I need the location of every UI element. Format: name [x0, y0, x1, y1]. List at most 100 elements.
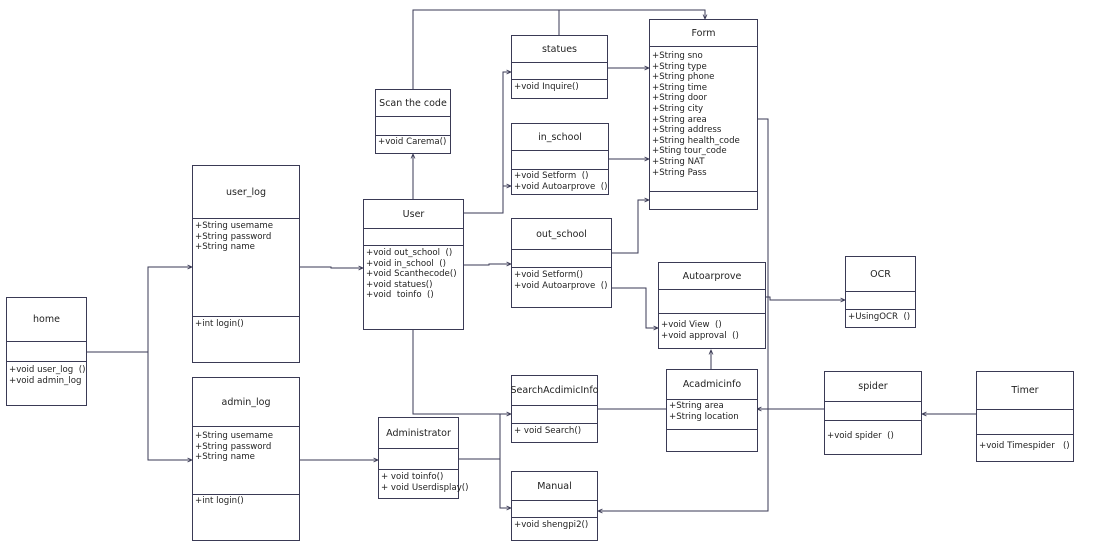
class-administrator: Administrator + void toinfo() + void Use…	[378, 417, 469, 499]
method-section: +UsingOCR ()	[846, 312, 915, 323]
method: +void Timespider ()	[979, 441, 1070, 451]
method-section: +int login()	[193, 496, 299, 507]
edge-out-school-form	[612, 200, 649, 254]
method: + void Userdisplay()	[381, 482, 469, 493]
method-section: +void Setform() +void Autoarprove ()	[512, 270, 611, 291]
method-section: +void shengpi2()	[512, 520, 597, 531]
attribute: +String type	[652, 61, 707, 72]
edge-form-manual	[598, 118, 769, 511]
attribute-section	[512, 151, 608, 170]
method: +void Setform()	[514, 270, 583, 280]
method: +void statues()	[366, 279, 433, 290]
method-section: +void user_log () +void admin_log	[7, 365, 86, 386]
class-form: Form +String sno +String type +String ph…	[649, 19, 758, 210]
attribute: +String usemame	[195, 431, 274, 441]
method-section: +void spider ()	[825, 431, 921, 442]
class-acadmicinfo: Acadmicinfo +String area +String locatio…	[666, 369, 758, 452]
method: +void admin_log	[9, 375, 82, 386]
attribute-section: +String usemame +String password +String…	[193, 219, 299, 317]
class-name: Form	[650, 20, 757, 47]
attribute-section	[376, 117, 450, 136]
class-autoarprove: Autoarprove +void View () +void approval…	[658, 262, 766, 349]
class-statues: statues +void Inquire()	[511, 35, 608, 99]
attribute-section	[364, 229, 463, 246]
attribute: +String phone	[652, 72, 715, 83]
attribute: +String Pass	[652, 167, 707, 178]
class-name: statues	[512, 36, 607, 63]
method: +int login()	[195, 319, 244, 329]
attribute-section	[512, 406, 597, 424]
method: + void Search()	[514, 426, 582, 436]
attribute: +String usemame	[195, 221, 274, 231]
attribute: +String time	[652, 82, 707, 93]
edge-user-log-user	[300, 267, 363, 268]
attribute-section	[659, 290, 765, 314]
method-section: +void Inquire()	[512, 82, 607, 93]
method: +void toinfo ()	[366, 290, 434, 301]
class-manual: Manual +void shengpi2()	[511, 471, 598, 541]
class-name: in_school	[512, 124, 608, 151]
method: +UsingOCR ()	[848, 312, 911, 322]
class-timer: Timer +void Timespider ()	[976, 371, 1074, 462]
method: +void in_school ()	[366, 258, 446, 269]
method-section: +void out_school () +void in_school () +…	[364, 248, 463, 301]
edge-user-statues	[463, 72, 511, 214]
class-name: user_log	[193, 166, 299, 219]
class-name: Autoarprove	[659, 263, 765, 290]
class-name: home	[7, 298, 86, 342]
class-name: admin_log	[193, 378, 299, 427]
method-section: +void Carema()	[376, 137, 450, 148]
attribute-section	[977, 410, 1073, 435]
attribute: +String area	[669, 401, 724, 411]
class-name: out_school	[512, 219, 611, 250]
class-user: User +void out_school () +void in_school…	[363, 199, 464, 330]
attribute: +String name	[195, 452, 255, 463]
class-name: SearchAcdimicInfo	[511, 376, 598, 406]
attribute: +String address	[652, 125, 722, 136]
edge-home-user-log	[147, 267, 192, 352]
edge-home-admin-log	[147, 352, 192, 460]
attribute: +String health_code	[652, 135, 740, 146]
class-name: spider	[825, 372, 921, 402]
attribute: +String sno	[652, 51, 703, 61]
attribute-section	[379, 449, 458, 470]
edge-out-school-autoarprove	[612, 287, 658, 328]
attribute: +String NAT	[652, 156, 705, 167]
class-name: OCR	[846, 257, 915, 292]
class-name: Administrator	[379, 418, 458, 449]
class-home: home +void user_log () +void admin_log	[6, 297, 87, 406]
method: +void out_school ()	[366, 248, 453, 258]
attribute-section	[512, 250, 611, 268]
method: +void approval ()	[661, 330, 739, 341]
attribute-section	[512, 63, 607, 80]
edge-user-out-school	[463, 264, 511, 265]
attribute-section	[512, 501, 597, 518]
class-name: User	[364, 200, 463, 229]
attribute: +Sting tour_code	[652, 146, 727, 157]
attribute: +String city	[652, 103, 704, 114]
edge-autoarprove-ocr	[766, 296, 845, 300]
method-section: +void Timespider ()	[977, 441, 1073, 452]
method: +int login()	[195, 496, 244, 506]
method: +void Scanthecode()	[366, 269, 457, 280]
method: +void spider ()	[827, 431, 894, 441]
class-user-log: user_log +String usemame +String passwor…	[192, 165, 300, 363]
attribute: +String password	[195, 231, 272, 242]
attribute: +String password	[195, 441, 272, 452]
method: +void View ()	[661, 320, 722, 330]
attribute-section	[846, 292, 915, 310]
attribute: +String door	[652, 93, 708, 104]
method-section: + void Search()	[512, 426, 597, 437]
method: +void Autoarprove ()	[514, 181, 608, 192]
attribute: +String location	[669, 411, 739, 422]
method-section: + void toinfo() + void Userdisplay()	[379, 472, 469, 493]
edge-administrator-manual	[499, 459, 511, 508]
class-name: Scan the code	[376, 90, 450, 117]
class-spider: spider +void spider ()	[824, 371, 922, 455]
method-section: +int login()	[193, 319, 299, 330]
class-out-school: out_school +void Setform() +void Autoarp…	[511, 218, 612, 308]
method: +void Autoarprove ()	[514, 280, 608, 291]
class-name: Timer	[977, 372, 1073, 410]
attribute-section: +String area +String location	[667, 400, 757, 430]
attribute-section	[825, 402, 921, 421]
